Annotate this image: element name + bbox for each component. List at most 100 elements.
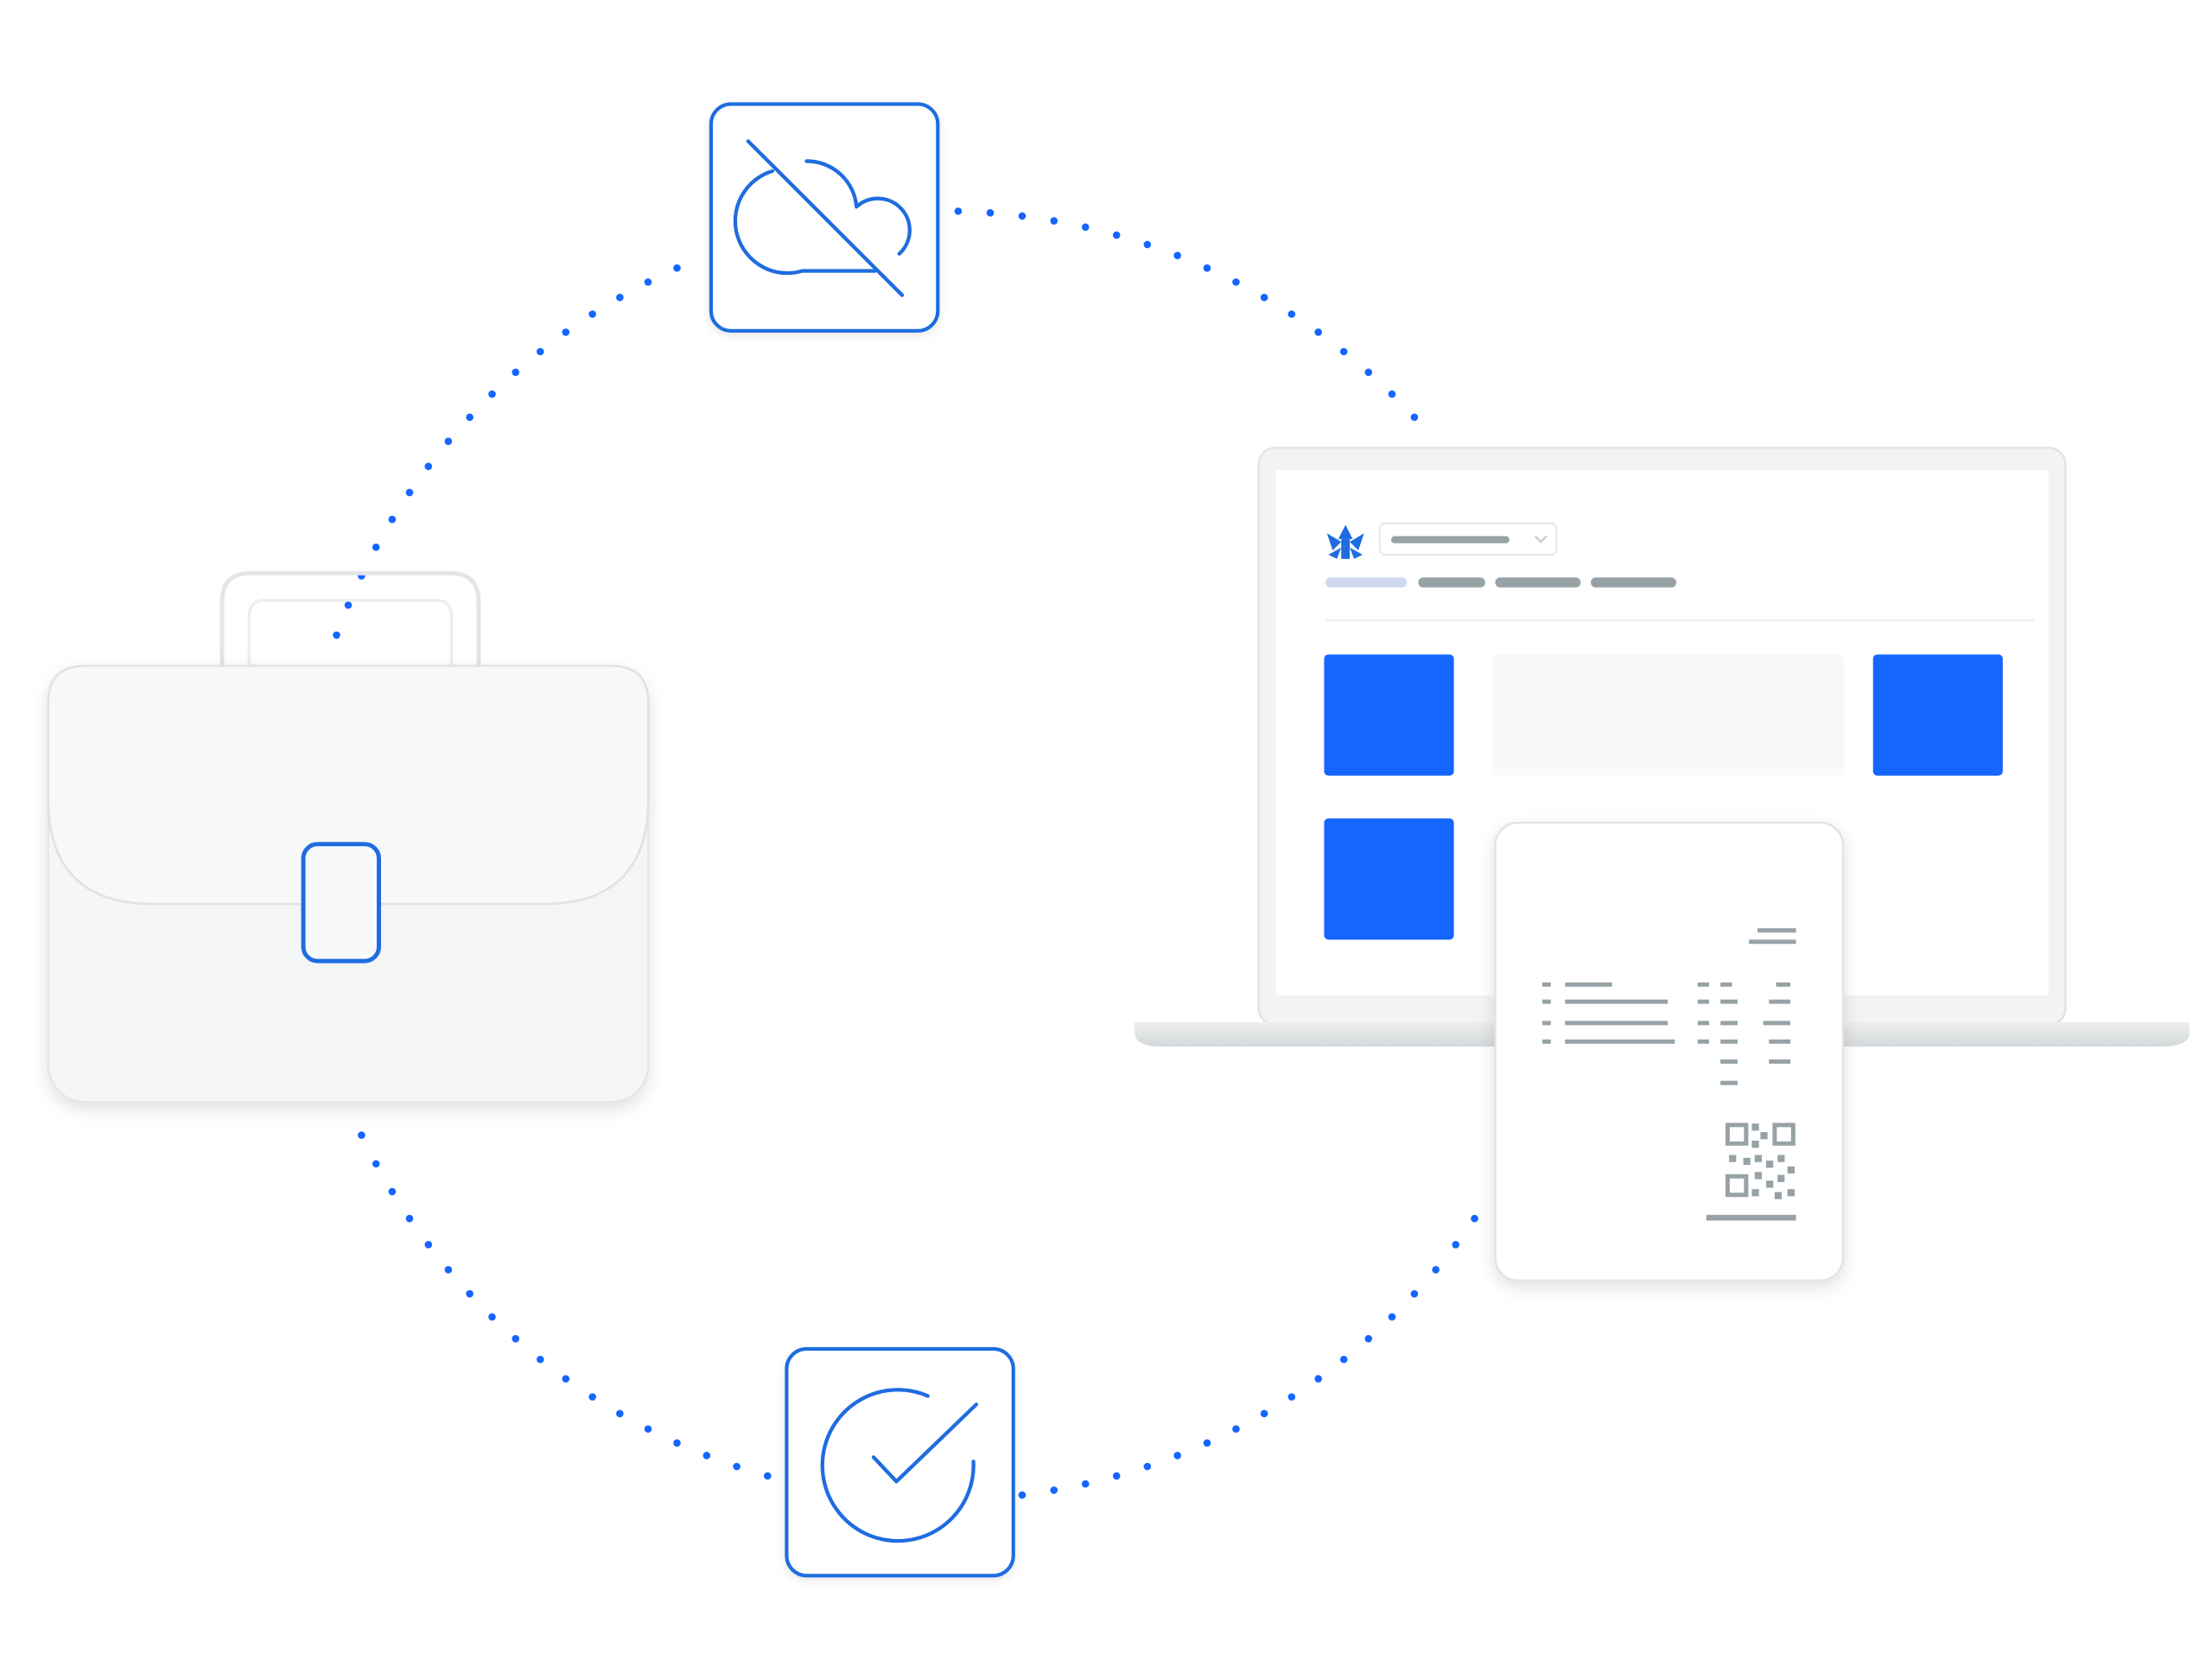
connector-dot [1364, 1334, 1373, 1343]
connector-dot [1287, 1393, 1296, 1401]
connector-dot [1452, 1240, 1460, 1249]
app-panel [1492, 654, 1845, 776]
check-circle-tile [785, 1346, 1015, 1578]
app-tile[interactable] [1324, 654, 1454, 776]
teledyne-logo-icon [1326, 525, 1364, 559]
connector-dot [1314, 1375, 1322, 1383]
briefcase-flap [47, 665, 650, 906]
connector-dot [644, 1425, 652, 1433]
connector-dot [562, 328, 570, 336]
connector-dot [1143, 240, 1152, 249]
connector-dot [764, 1472, 772, 1480]
connector-dot [1314, 328, 1322, 336]
connector-dot [702, 1452, 711, 1460]
connector-dot [488, 1313, 496, 1321]
connector-dot [424, 462, 433, 471]
connector-dot [588, 310, 596, 318]
connector-dot [512, 1334, 520, 1343]
connector-dot [1018, 212, 1027, 220]
connector-dot [1260, 293, 1268, 302]
nav-tab[interactable] [1418, 577, 1485, 588]
app-tile[interactable] [1324, 818, 1454, 940]
connector-dot [536, 1355, 544, 1364]
connector-dot [1081, 223, 1090, 232]
connector-dot [1232, 278, 1240, 286]
app-nav-tabs [1325, 577, 1676, 588]
connector-dot [358, 1131, 365, 1139]
connector-dot [1410, 413, 1419, 422]
connector-dot [1018, 1491, 1027, 1499]
connector-dot [466, 413, 474, 422]
cloud-off-tile [709, 102, 940, 333]
dropdown-value-bar [1391, 536, 1510, 544]
connector-dot [1432, 1266, 1440, 1274]
connector-dot [1203, 1439, 1211, 1447]
connector-dot [1339, 347, 1348, 356]
connector-dot [733, 1462, 741, 1471]
check-circle-icon [820, 1388, 978, 1543]
connector-dot [388, 1187, 397, 1196]
connector-dot [344, 601, 353, 609]
connector-dot [466, 1289, 474, 1298]
connector-dot [1112, 231, 1121, 239]
connector-dot [644, 278, 652, 286]
connector-dot [673, 264, 681, 272]
nav-tab[interactable] [1495, 577, 1581, 588]
connector-dot [1081, 1479, 1090, 1488]
receipt-amounts [1697, 982, 1790, 1085]
connector-dot [1143, 1462, 1152, 1471]
connector-dot [1410, 1289, 1419, 1298]
connector-dot [1287, 310, 1296, 318]
connector-dot [986, 209, 995, 217]
connector-dot [372, 1160, 380, 1168]
connector-dot [1203, 264, 1211, 272]
connector-dot [1260, 1409, 1268, 1418]
connector-dot [616, 1409, 624, 1418]
dotted-connector-circle [333, 207, 1478, 1499]
connector-dot [424, 1240, 433, 1249]
briefcase-icon [47, 570, 650, 1104]
connector-dot [444, 1266, 453, 1274]
qr-code-icon [1725, 1123, 1796, 1199]
connector-dot [1050, 217, 1058, 225]
receipt-card [1494, 821, 1845, 1282]
receipt-line-items [1541, 982, 1675, 1044]
connector-dot [954, 207, 963, 215]
chevron-down-icon [1534, 535, 1548, 544]
connector-dot [444, 437, 453, 445]
briefcase-handle [219, 570, 481, 668]
connector-dot [1388, 1313, 1396, 1321]
connector-dot [562, 1375, 570, 1383]
connector-dot [405, 488, 414, 497]
app-tile[interactable] [1872, 654, 2003, 776]
connector-dot [1173, 1452, 1181, 1460]
connector-dot [616, 293, 624, 302]
nav-tab-active[interactable] [1325, 577, 1408, 588]
app-dropdown[interactable] [1378, 522, 1558, 556]
connector-dot [1388, 390, 1396, 398]
connector-dot [588, 1393, 596, 1401]
connector-dot [673, 1439, 681, 1447]
receipt-footer-line [1706, 1214, 1796, 1221]
connector-dot [1050, 1486, 1058, 1494]
laptop-icon [1135, 446, 2190, 1047]
connector-dot [405, 1214, 414, 1223]
connector-dot [1471, 1214, 1478, 1223]
connector-dot [372, 543, 380, 551]
app-logo [1326, 525, 1364, 559]
connector-dot [536, 347, 544, 356]
connector-dot [488, 390, 496, 398]
connector-dot [388, 515, 397, 524]
nav-tab[interactable] [1591, 577, 1676, 588]
connector-dot [333, 631, 340, 639]
briefcase-clasp [301, 842, 381, 964]
connector-dot [1364, 368, 1373, 377]
connector-dot [1232, 1425, 1240, 1433]
connector-dot [1112, 1472, 1121, 1480]
connector-dot [512, 368, 520, 377]
cloud-off-icon [733, 139, 912, 297]
connector-dot [1173, 251, 1181, 259]
connector-dot [1339, 1355, 1348, 1364]
receipt-icon [1494, 821, 1845, 1282]
